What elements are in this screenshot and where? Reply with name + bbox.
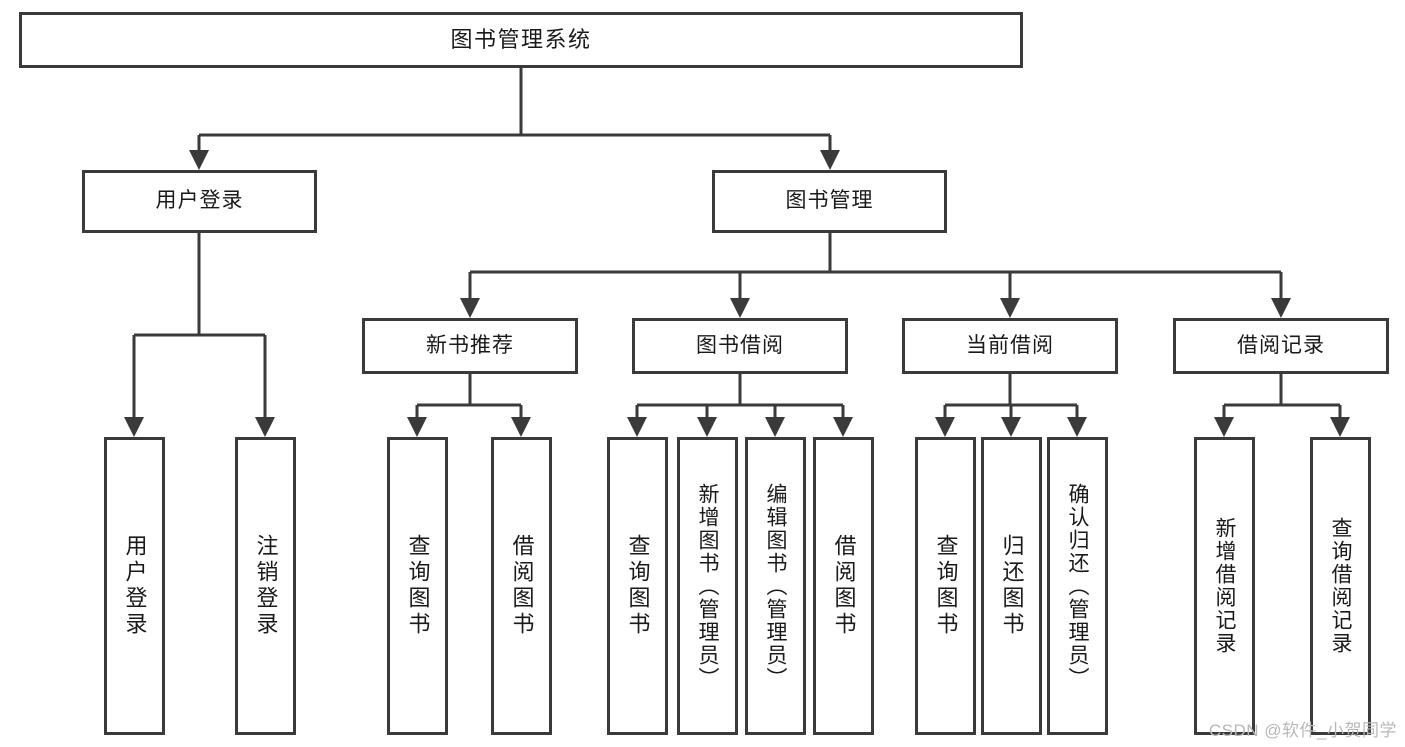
leaf-user-logout[interactable]: 注销登录 [235, 437, 296, 735]
leaf-user-login[interactable]: 用户登录 [104, 437, 165, 735]
node-borrow-record[interactable]: 借阅记录 [1173, 318, 1389, 374]
node-user-login-label: 用户登录 [155, 189, 244, 213]
leaf-confirm-return-label: 确认归还（管理员） [1066, 482, 1089, 690]
leaf-query-book-3-label: 查询图书 [933, 534, 959, 638]
leaf-add-book[interactable]: 新增图书（管理员） [677, 437, 738, 735]
leaf-query-book-1-label: 查询图书 [405, 534, 431, 638]
node-borrow-record-label: 借阅记录 [1237, 333, 1325, 357]
node-root[interactable]: 图书管理系统 [19, 12, 1023, 68]
arrow-user-login-leaf-1 [124, 417, 144, 437]
leaf-edit-book[interactable]: 编辑图书（管理员） [745, 437, 806, 735]
leaf-add-book-label: 新增图书（管理员） [696, 482, 719, 690]
arrow-br-leaf-2 [1330, 417, 1350, 437]
leaf-query-book-2[interactable]: 查询图书 [607, 437, 668, 735]
arrow-bb-leaf-3 [765, 417, 785, 437]
arrow-bm-book-borrow [730, 298, 750, 318]
arrow-cb-leaf-3 [1067, 417, 1087, 437]
arrow-nbr-leaf-2 [511, 417, 531, 437]
leaf-return-book-label: 归还图书 [999, 534, 1025, 638]
node-book-borrow-label: 图书借阅 [696, 333, 784, 357]
leaf-borrow-book-1[interactable]: 借阅图书 [491, 437, 552, 735]
leaf-add-record[interactable]: 新增借阅记录 [1194, 437, 1255, 735]
arrow-root-to-book-manage [820, 150, 840, 170]
leaf-borrow-book-2[interactable]: 借阅图书 [813, 437, 874, 735]
leaf-query-book-1[interactable]: 查询图书 [387, 437, 448, 735]
arrow-user-login-leaf-2 [255, 417, 275, 437]
arrow-cb-leaf-1 [935, 417, 955, 437]
leaf-query-record-label: 查询借阅记录 [1329, 517, 1352, 655]
csdn-watermark: CSDN @软件_小贺同学 [1208, 721, 1397, 740]
arrow-bm-current-borrow [1000, 298, 1020, 318]
leaf-user-login-label: 用户登录 [122, 534, 148, 638]
leaf-query-book-2-label: 查询图书 [625, 534, 651, 638]
leaf-edit-book-label: 编辑图书（管理员） [764, 482, 787, 690]
leaf-query-record[interactable]: 查询借阅记录 [1310, 437, 1371, 735]
arrow-br-leaf-1 [1214, 417, 1234, 437]
node-new-book-recommend-label: 新书推荐 [426, 333, 514, 357]
node-book-manage[interactable]: 图书管理 [712, 170, 947, 233]
leaf-user-logout-label: 注销登录 [253, 534, 279, 638]
leaf-confirm-return[interactable]: 确认归还（管理员） [1047, 437, 1108, 735]
node-root-label: 图书管理系统 [450, 27, 592, 53]
node-book-borrow[interactable]: 图书借阅 [632, 318, 848, 374]
leaf-borrow-book-1-label: 借阅图书 [509, 534, 535, 638]
arrow-bb-leaf-1 [627, 417, 647, 437]
node-new-book-recommend[interactable]: 新书推荐 [362, 318, 578, 374]
arrow-bb-leaf-4 [833, 417, 853, 437]
arrow-bm-borrow-record [1271, 298, 1291, 318]
node-current-borrow-label: 当前借阅 [966, 333, 1054, 357]
leaf-query-book-3[interactable]: 查询图书 [915, 437, 976, 735]
leaf-return-book[interactable]: 归还图书 [981, 437, 1042, 735]
node-current-borrow[interactable]: 当前借阅 [902, 318, 1118, 374]
leaf-add-record-label: 新增借阅记录 [1213, 517, 1236, 655]
arrow-cb-leaf-2 [1001, 417, 1021, 437]
arrow-bm-new-book-recommend [460, 298, 480, 318]
leaf-borrow-book-2-label: 借阅图书 [831, 534, 857, 638]
arrow-bb-leaf-2 [697, 417, 717, 437]
arrow-root-to-user-login [189, 150, 209, 170]
arrow-nbr-leaf-1 [407, 417, 427, 437]
node-user-login[interactable]: 用户登录 [82, 170, 317, 233]
node-book-manage-label: 图书管理 [785, 189, 874, 213]
